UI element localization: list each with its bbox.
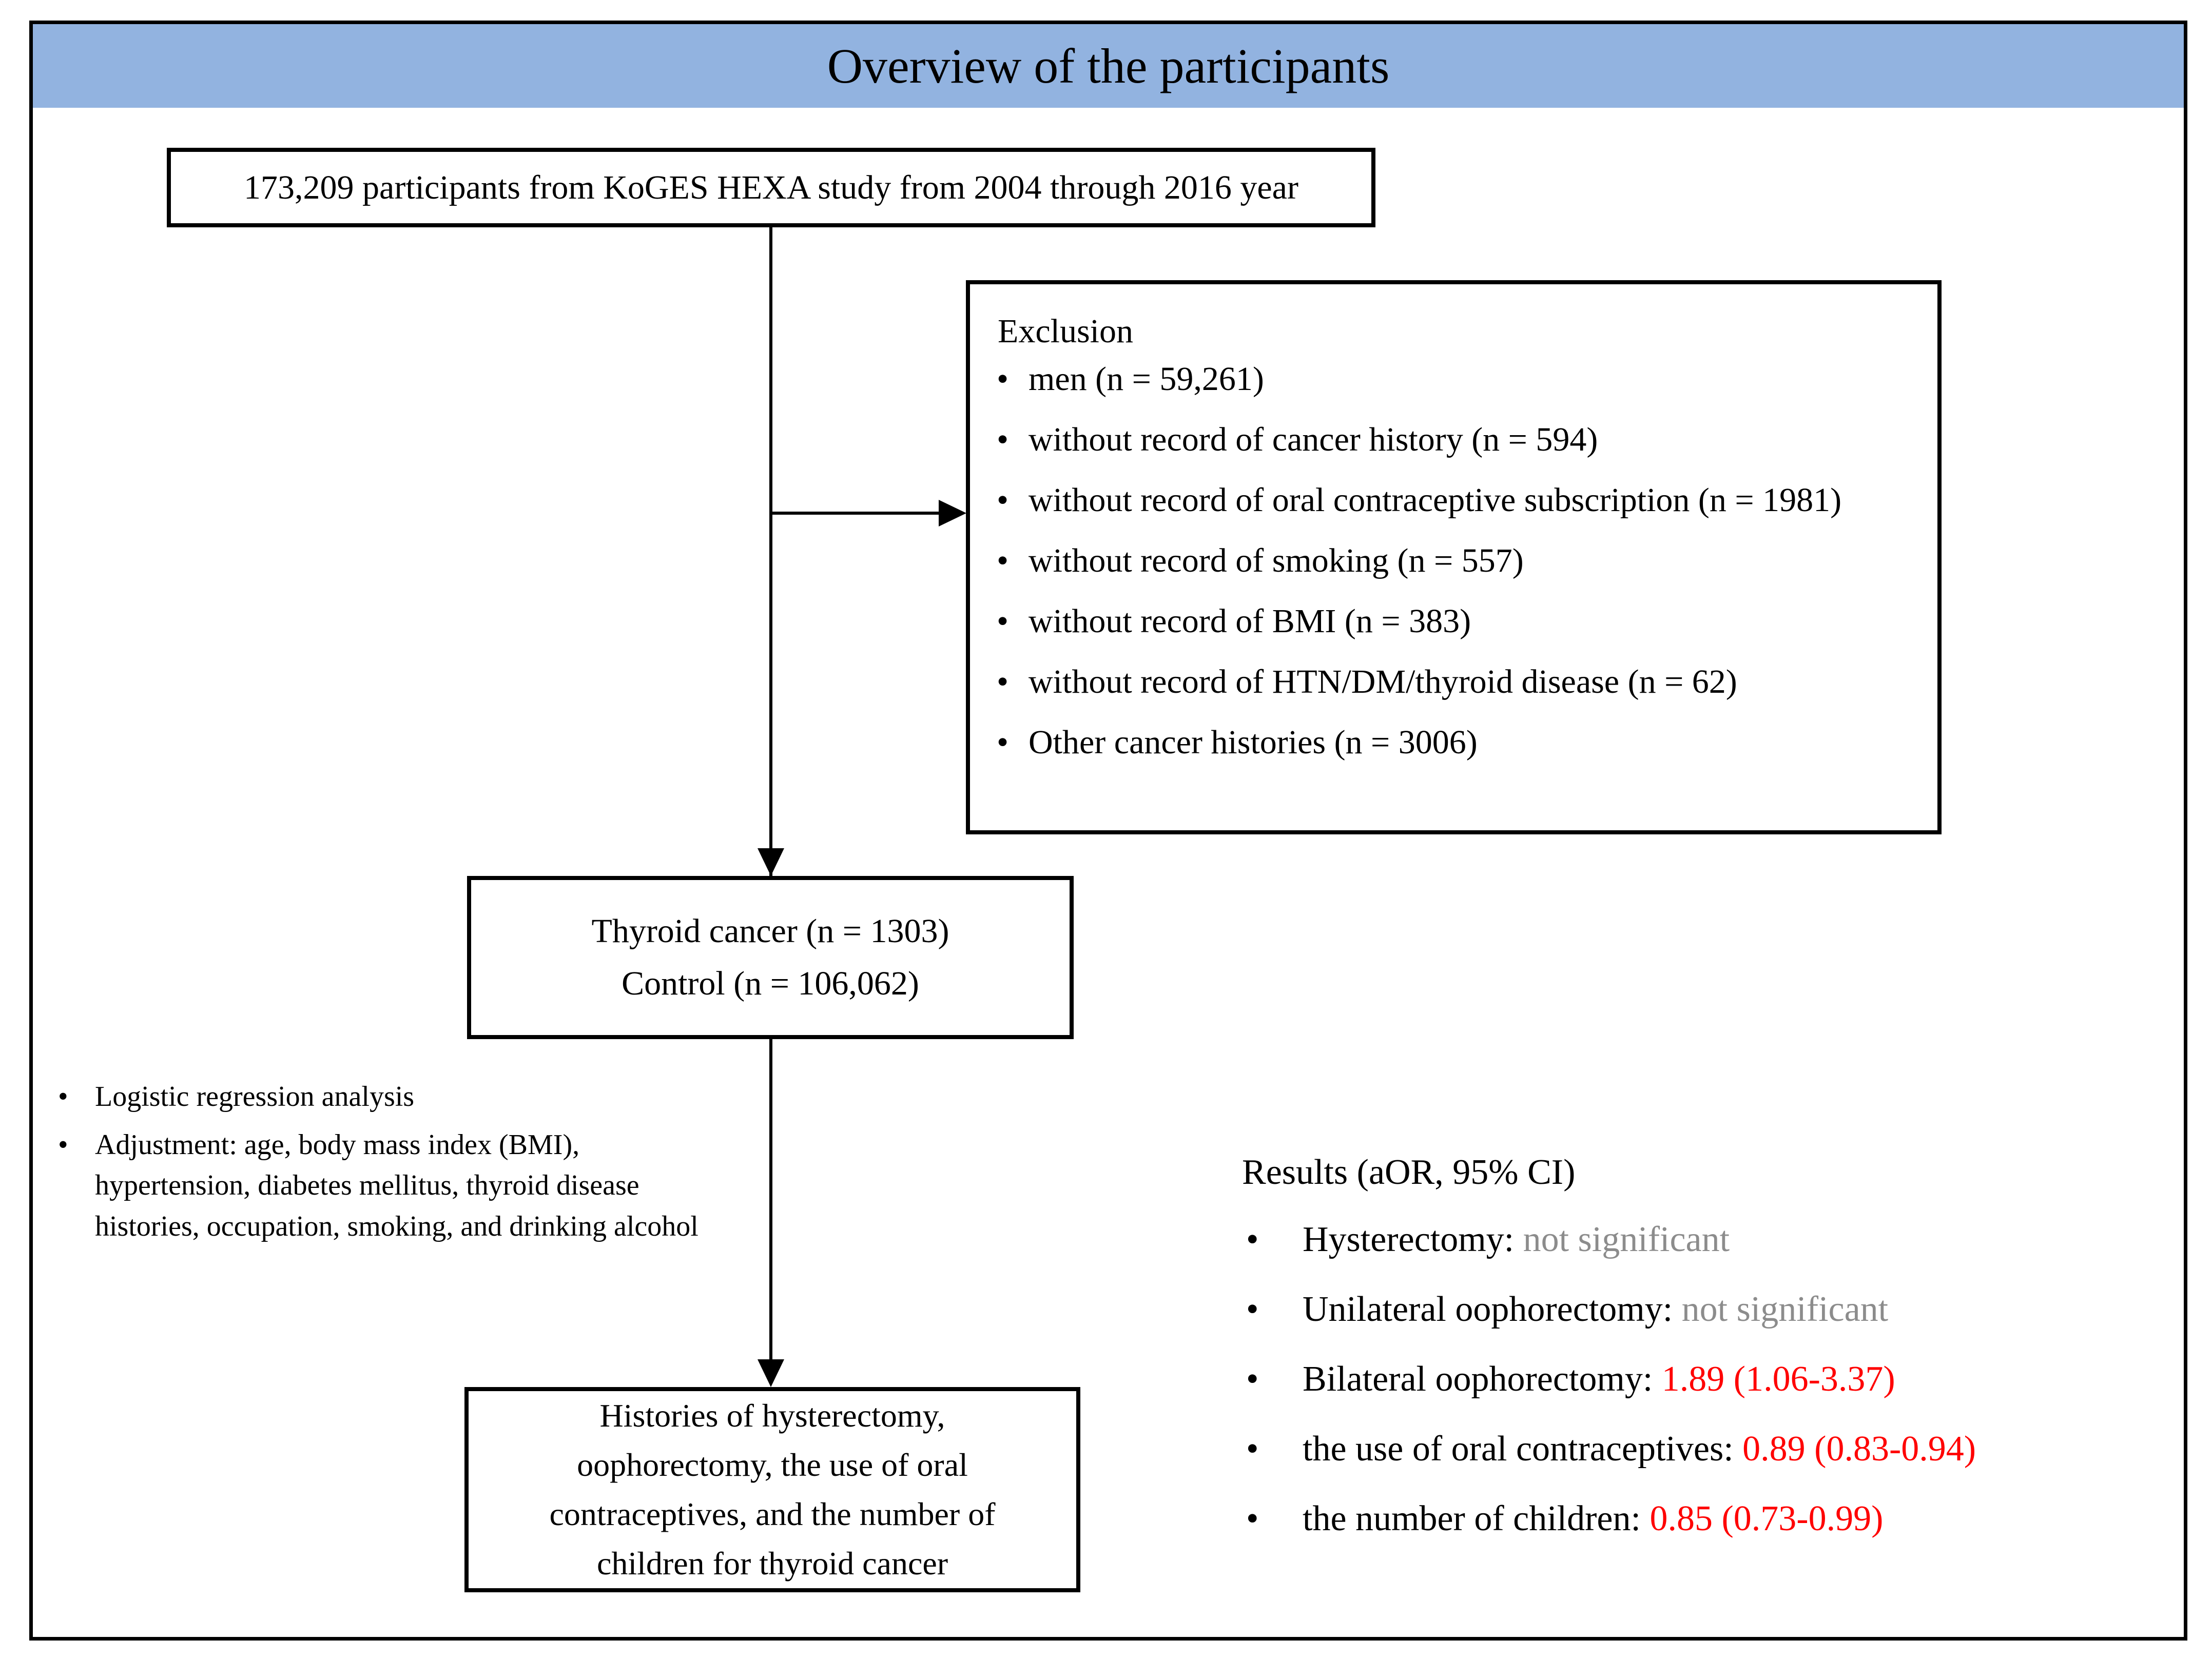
source-population-text: 173,209 participants from KoGES HEXA stu… <box>244 168 1298 206</box>
exclusion-item: • without record of cancer history (n = … <box>992 423 1937 457</box>
exclusion-title: Exclusion <box>998 313 1133 350</box>
result-item: • the number of children: 0.85 (0.73-0.9… <box>1242 1501 2176 1537</box>
outcome-box: Histories of hysterectomy, oophorectomy,… <box>464 1387 1080 1592</box>
outcome-line-4: children for thyroid cancer <box>596 1545 948 1582</box>
bullet-icon: • <box>1246 1499 1259 1538</box>
results-title: Results (aOR, 95% CI) <box>1242 1153 1576 1192</box>
exclusion-item: • without record of oral contraceptive s… <box>992 483 1937 517</box>
outcome-line-3: contraceptives, and the number of <box>549 1496 996 1532</box>
bullet-icon: • <box>58 1081 68 1112</box>
exclusion-item: • men (n = 59,261) <box>992 362 1937 396</box>
result-label: the use of oral contraceptives: <box>1303 1429 1743 1469</box>
bullet-icon: • <box>997 481 1009 519</box>
exclusion-item-label: without record of smoking (n = 557) <box>1029 542 1524 579</box>
result-value: 1.89 (1.06-3.37) <box>1661 1359 1895 1399</box>
exclusion-item: • without record of HTN/DM/thyroid disea… <box>992 665 1937 699</box>
bullet-icon: • <box>997 724 1009 761</box>
result-label: Hysterectomy: <box>1303 1220 1523 1259</box>
exclusion-box: Exclusion • men (n = 59,261) • without r… <box>966 280 1942 834</box>
analysis-notes: • Logistic regression analysis • Adjustm… <box>54 1077 721 1254</box>
analysis-note-label: Adjustment: age, body mass index (BMI), … <box>95 1128 698 1242</box>
exclusion-item-label: without record of oral contraceptive sub… <box>1029 481 1842 519</box>
result-item: • Unilateral oophorectomy: not significa… <box>1242 1292 2176 1328</box>
analysis-note-label: Logistic regression analysis <box>95 1081 415 1112</box>
outcome-line-1: Histories of hysterectomy, <box>599 1397 945 1434</box>
result-item: • the use of oral contraceptives: 0.89 (… <box>1242 1431 2176 1467</box>
bullet-icon: • <box>1246 1359 1259 1399</box>
cohort-control-count: Control (n = 106,062) <box>622 965 919 1002</box>
bullet-icon: • <box>1246 1220 1259 1259</box>
result-value: not significant <box>1523 1220 1730 1259</box>
connector-cohort-vertical <box>769 1039 772 1360</box>
arrow-to-exclusion <box>939 500 966 526</box>
connector-source-vertical <box>769 227 772 876</box>
result-value: 0.89 (0.83-0.94) <box>1742 1429 1976 1469</box>
exclusion-item-label: without record of HTN/DM/thyroid disease… <box>1029 663 1737 700</box>
bullet-icon: • <box>997 360 1009 398</box>
result-item: • Hysterectomy: not significant <box>1242 1222 2176 1258</box>
result-label: Bilateral oophorectomy: <box>1303 1359 1662 1399</box>
source-population-box: 173,209 participants from KoGES HEXA stu… <box>167 148 1375 227</box>
exclusion-item: • Other cancer histories (n = 3006) <box>992 726 1937 759</box>
exclusion-item: • without record of BMI (n = 383) <box>992 604 1937 638</box>
analysis-note-item: • Logistic regression analysis <box>54 1077 721 1118</box>
result-value: 0.85 (0.73-0.99) <box>1650 1499 1884 1538</box>
result-value: not significant <box>1681 1290 1889 1329</box>
exclusion-item-label: without record of BMI (n = 383) <box>1029 602 1471 640</box>
bullet-icon: • <box>997 542 1009 579</box>
exclusion-item: • without record of smoking (n = 557) <box>992 544 1937 578</box>
outcome-line-2: oophorectomy, the use of oral <box>577 1447 968 1483</box>
result-label: Unilateral oophorectomy: <box>1303 1290 1682 1329</box>
bullet-icon: • <box>1246 1429 1259 1469</box>
exclusion-item-label: men (n = 59,261) <box>1029 360 1264 398</box>
bullet-icon: • <box>997 602 1009 640</box>
result-label: the number of children: <box>1303 1499 1650 1538</box>
results-block: Results (aOR, 95% CI) • Hysterectomy: no… <box>1242 1152 2176 1571</box>
arrow-to-outcome <box>758 1359 784 1387</box>
analysis-note-item: • Adjustment: age, body mass index (BMI)… <box>54 1125 721 1247</box>
cohort-case-count: Thyroid cancer (n = 1303) <box>591 912 949 950</box>
bullet-icon: • <box>58 1128 68 1161</box>
connector-exclusion-horizontal <box>769 512 939 515</box>
result-item: • Bilateral oophorectomy: 1.89 (1.06-3.3… <box>1242 1361 2176 1397</box>
title-banner: Overview of the participants <box>33 24 2184 108</box>
bullet-icon: • <box>997 663 1009 700</box>
exclusion-list: • men (n = 59,261) • without record of c… <box>992 362 1937 759</box>
bullet-icon: • <box>1246 1290 1259 1329</box>
exclusion-item-label: Other cancer histories (n = 3006) <box>1029 724 1478 761</box>
exclusion-item-label: without record of cancer history (n = 59… <box>1029 421 1598 458</box>
bullet-icon: • <box>997 421 1009 458</box>
arrow-to-cohort <box>758 848 784 876</box>
cohort-box: Thyroid cancer (n = 1303) Control (n = 1… <box>467 876 1074 1039</box>
page-title: Overview of the participants <box>827 38 1390 93</box>
